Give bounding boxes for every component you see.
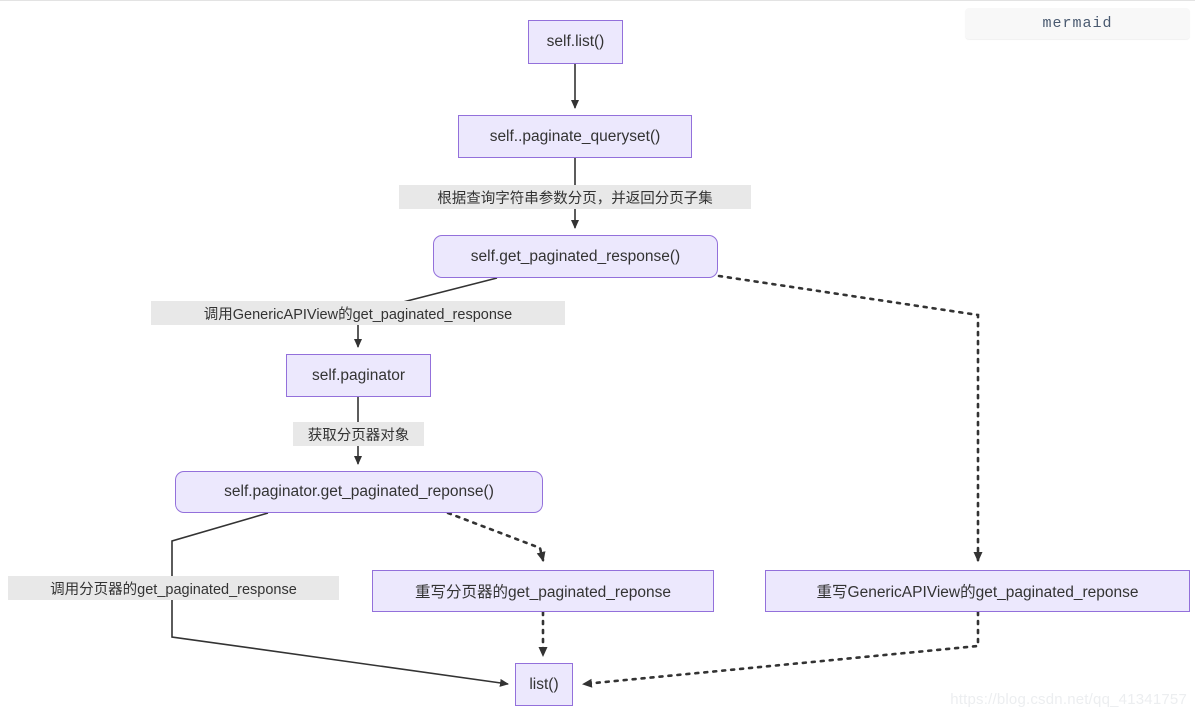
edge-override-genericapiview-to-list-dotted bbox=[582, 610, 980, 688]
node-self-paginate-queryset[interactable]: self..paginate_queryset() bbox=[458, 115, 692, 158]
edge-paginator-reponse-to-list-solid-tail bbox=[171, 600, 509, 687]
edge-label-call-paginator-get-paginated-response: 调用分页器的get_paginated_response bbox=[8, 576, 339, 600]
edge-label-get-paginator-object: 获取分页器对象 bbox=[293, 422, 424, 446]
node-list[interactable]: list() bbox=[515, 663, 573, 706]
edge-paginator-reponse-to-list-solid bbox=[171, 512, 269, 576]
node-self-list[interactable]: self.list() bbox=[528, 20, 623, 64]
node-self-paginator-get-paginated-reponse[interactable]: self.paginator.get_paginated_reponse() bbox=[175, 471, 543, 513]
edge-get-paginated-response-to-paginator bbox=[402, 277, 498, 303]
edge-paginator-reponse-to-override-paginator-dotted bbox=[446, 511, 546, 562]
top-divider bbox=[0, 0, 1195, 1]
node-override-genericapiview-get-paginated-reponse[interactable]: 重写GenericAPIView的get_paginated_reponse bbox=[765, 570, 1190, 612]
edge-label-paginate-by-query-params: 根据查询字符串参数分页，并返回分页子集 bbox=[399, 185, 751, 209]
mermaid-badge: mermaid bbox=[965, 8, 1190, 39]
watermark: https://blog.csdn.net/qq_41341757 bbox=[950, 691, 1187, 708]
node-self-paginator[interactable]: self.paginator bbox=[286, 354, 431, 397]
node-self-get-paginated-response[interactable]: self.get_paginated_response() bbox=[433, 235, 718, 278]
node-override-paginator-get-paginated-reponse[interactable]: 重写分页器的get_paginated_reponse bbox=[372, 570, 714, 612]
edge-label-call-genericapiview-get-paginated-response: 调用GenericAPIView的get_paginated_response bbox=[151, 301, 565, 325]
edge-get-paginated-response-to-override-genericapiview-dotted bbox=[717, 274, 983, 562]
